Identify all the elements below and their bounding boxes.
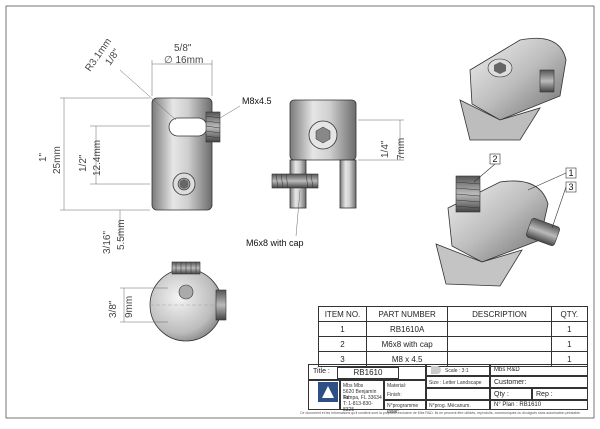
balloon-2: 2 xyxy=(493,154,498,164)
balloon-1: 1 xyxy=(569,168,574,178)
bom-header-item: ITEM NO. xyxy=(318,306,367,322)
bill-of-materials: ITEM NO. PART NUMBER DESCRIPTION QTY. 1 … xyxy=(318,306,589,367)
bom-header-qty: QTY. xyxy=(550,306,589,322)
logo-cell xyxy=(308,380,340,410)
sheet-border xyxy=(5,5,595,419)
balloon-3: 3 xyxy=(569,182,574,192)
iso-screw-m8 xyxy=(526,218,560,246)
material-cell: Material: Finish: xyxy=(384,380,426,400)
table-row: 2 M6x8 with cap 1 xyxy=(318,336,589,352)
dim-mid-in: 1/2" xyxy=(78,154,89,172)
laser-program-cell: N°programme laser: xyxy=(384,400,426,415)
company-address: Mbs Mbs 5620 Benjamin Rd. Tampa, FL 3363… xyxy=(340,380,384,413)
bom-header-row: ITEM NO. PART NUMBER DESCRIPTION QTY. xyxy=(318,306,589,322)
dim-mid-mm: 12.4mm xyxy=(92,140,103,176)
front-view xyxy=(151,97,221,211)
bom-header-part: PART NUMBER xyxy=(365,306,449,322)
blank-cell xyxy=(426,388,490,400)
size-cell: Size : Letter Landscape xyxy=(426,376,490,388)
table-row: 1 RB1610A 1 xyxy=(318,321,589,337)
dim-bottom-view-mm: 9mm xyxy=(124,296,135,318)
dim-side-thread: M6x8 with cap xyxy=(246,238,304,248)
dim-top-width-mm: ∅ 16mm xyxy=(164,55,203,66)
iso-screw-m6 xyxy=(455,175,481,213)
prog-mec-cell: N°prog. Mécanum. xyxy=(426,400,490,410)
bom-header-desc: DESCRIPTION xyxy=(447,306,552,322)
customer-cell: Customer: xyxy=(490,376,588,388)
iso-view-exploded xyxy=(435,175,560,287)
dim-bottom-in: 3/16" xyxy=(102,231,113,254)
bottom-view xyxy=(149,261,227,342)
plan-cell: N° Plan : RB1610 xyxy=(490,400,588,410)
company-logo xyxy=(318,382,338,402)
title-cell: Title : RB1610 xyxy=(308,364,426,380)
company-cell: Mbs R&D xyxy=(490,364,588,376)
scale-cell: Scale : 3:1 xyxy=(426,364,490,376)
title-value: RB1610 xyxy=(337,367,399,379)
front-slot xyxy=(168,117,208,137)
qty-cell: Qty : xyxy=(490,388,532,400)
dim-height-mm: 25mm xyxy=(52,146,63,174)
dim-bottom-mm: 5.5mm xyxy=(116,219,127,250)
dim-side-in: 1/4" xyxy=(380,140,391,158)
dim-side-mm: 7mm xyxy=(396,138,407,160)
side-view xyxy=(271,99,357,209)
footer-notice: Ce document et les informations qu'il co… xyxy=(300,411,581,415)
rep-cell: Rep : xyxy=(532,388,588,400)
projection-icon xyxy=(431,366,441,374)
dim-top-width-in: 5/8" xyxy=(174,43,192,54)
iso-view-top xyxy=(459,37,567,141)
dim-height-in: 1" xyxy=(38,152,49,162)
dim-bottom-view-in: 3/8" xyxy=(108,300,119,318)
dim-thread-main: M8x4.5 xyxy=(242,96,272,106)
title-label: Title : xyxy=(313,368,330,375)
table-row: 3 M8 x 4.5 1 xyxy=(318,351,589,367)
side-leg-right xyxy=(339,159,357,209)
